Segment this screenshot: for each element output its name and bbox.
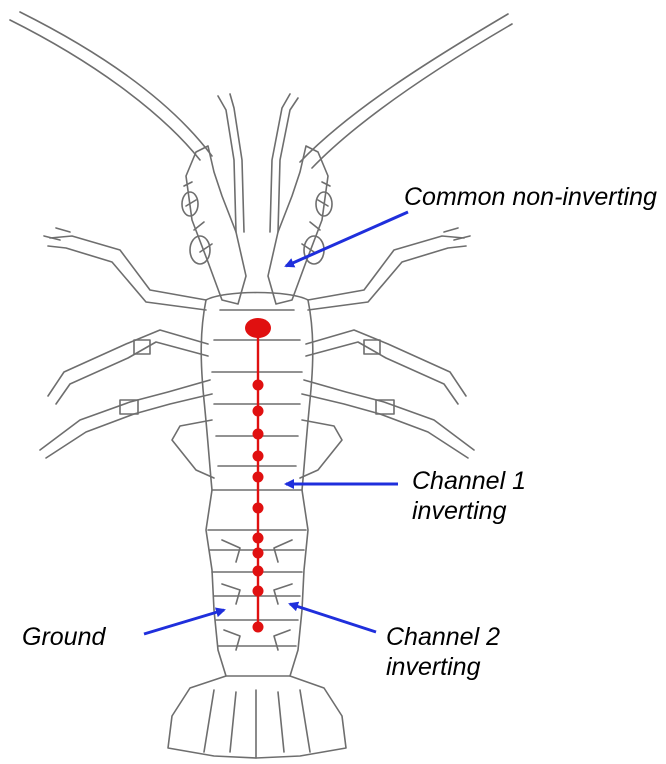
tail-fan	[167, 675, 347, 759]
right-leg-2	[305, 329, 467, 397]
left-antenna	[9, 19, 201, 161]
common-electrode	[245, 318, 271, 338]
left-leg-2	[47, 329, 209, 397]
right-antenna-inner	[311, 23, 513, 169]
right-antenna-base	[267, 145, 329, 305]
carapace	[200, 291, 314, 491]
electrode-dot	[252, 471, 264, 483]
electrode-dot	[252, 621, 264, 633]
right-leg-1	[307, 235, 465, 301]
channel2-label: Channel 2 inverting	[386, 622, 500, 682]
left-antennule	[217, 95, 237, 233]
right-antennule	[269, 93, 291, 233]
common-label: Common non-inverting	[404, 183, 657, 211]
left-antenna-inner	[19, 11, 213, 157]
electrodes	[245, 318, 271, 633]
pointer-arrows	[143, 210, 409, 636]
left-leg-3	[39, 379, 211, 451]
channel2-label-line2: inverting	[386, 653, 481, 681]
right-leg-3	[303, 379, 475, 451]
electrode-dot	[252, 405, 264, 417]
right-antenna	[299, 13, 509, 163]
channel2-arrow	[288, 601, 377, 634]
left-leg-1	[49, 235, 207, 301]
channel1-label-line2: inverting	[412, 497, 507, 525]
electrode-dot	[252, 565, 264, 577]
ground-label: Ground	[22, 623, 106, 651]
electrode-dot	[252, 428, 264, 440]
electrode-dot	[252, 532, 264, 544]
electrode-dot	[252, 379, 264, 391]
channel1-label: Channel 1 inverting	[412, 466, 526, 526]
electrode-dot	[252, 547, 264, 559]
electrode-dot	[252, 502, 264, 514]
left-antenna-base	[185, 145, 247, 305]
channel1-label-line1: Channel 1	[412, 467, 526, 495]
left-leg-4	[171, 419, 215, 479]
abdomen	[205, 489, 309, 677]
ground-arrow	[143, 607, 226, 636]
right-leg-4	[299, 419, 343, 479]
electrode-dot	[252, 450, 264, 462]
electrode-dot	[252, 585, 264, 597]
common-arrow	[284, 210, 409, 268]
channel2-label-line1: Channel 2	[386, 623, 500, 651]
